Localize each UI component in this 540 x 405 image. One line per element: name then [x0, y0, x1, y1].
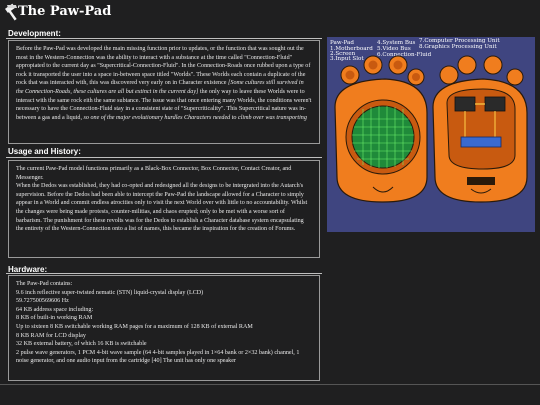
paw-pad-front — [334, 55, 428, 203]
page-bottom-rule — [0, 384, 540, 385]
hardware-line: Up to sixteen 8 KB switchable working RA… — [16, 323, 253, 330]
cpu-chip — [454, 96, 476, 112]
page-title: The Paw-Pad — [18, 4, 112, 19]
hardware-line: 2 pulse wave generators, 1 PCM 4-bit wav… — [16, 349, 300, 365]
input-slot — [467, 177, 495, 185]
hardware-heading: Hardware: — [8, 265, 48, 274]
development-paragraph-1: Before the Paw-Pad was developed the mai… — [16, 46, 311, 87]
paw-pad-diagram: Paw-Pad 1.Motherboard 2.Screen 3.Input S… — [327, 37, 535, 232]
hardware-line: 64 KB address space including: — [16, 306, 94, 313]
hardware-line: 59.727500569606 Hz — [16, 298, 69, 305]
hardware-divider — [6, 273, 322, 274]
development-paragraph-2: the only way to leave these Worlds were … — [16, 88, 312, 121]
hardware-line: 32 KB external battery, of which 16 KB i… — [16, 341, 147, 348]
figure-label-motherboard: 1.Motherboard — [330, 46, 373, 52]
usage-heading: Usage and History: — [8, 147, 81, 156]
development-heading: Development: — [8, 29, 61, 38]
usage-text-box[interactable]: The current Paw-Pad model functions prim… — [8, 160, 320, 258]
hardware-line: 8 KB of built-in working RAM — [16, 315, 93, 322]
development-text-box[interactable]: Before the Paw-Pad was developed the mai… — [8, 40, 320, 144]
figure-label-cpu: 7.Computer Processing Unit — [419, 38, 500, 44]
connection-fluid-tank — [460, 136, 502, 148]
figure-label-input-slot: 3.Input Slot — [330, 56, 364, 62]
usage-paragraph-1: The current Paw-Pad model functions prim… — [16, 166, 292, 181]
figure-label-gpu: 8.Graphics Processing Unit — [419, 44, 497, 50]
development-italic-note-1: [Some cultures still survived in the Con… — [16, 80, 304, 95]
hardware-line: 9.6 inch reflective super-twisted nemati… — [16, 289, 204, 296]
development-divider — [6, 38, 322, 39]
development-italic-note-2: so one of the major evolutionary hurdles… — [83, 114, 307, 121]
paw-pad-illustration: Paw-Pad 1.Motherboard 2.Screen 3.Input S… — [327, 37, 535, 232]
figure-label-connection-fluid: 6.Connection-Fluid — [377, 52, 432, 58]
hardware-line: 8 KB RAM for LCD display — [16, 332, 86, 339]
paw-hammer-logo-icon — [5, 3, 17, 21]
hardware-text-box[interactable]: The Paw-Pad contains: 9.6 inch reflectiv… — [8, 275, 320, 381]
usage-paragraph-2: When the Dedos was established, they had… — [16, 183, 308, 233]
figure-label-screen: 2.Screen — [330, 51, 356, 57]
figure-label-video-bus: 5.Video Bus — [377, 46, 411, 52]
paw-pad-back — [432, 55, 528, 203]
gpu-chip — [484, 96, 506, 112]
figure-label-system-bus: 4.System Bus — [377, 40, 416, 46]
hardware-line: The Paw-Pad contains: — [16, 281, 73, 287]
usage-divider — [6, 157, 322, 158]
screen-grid — [352, 106, 414, 168]
figure-label-title: Paw-Pad — [330, 40, 354, 46]
